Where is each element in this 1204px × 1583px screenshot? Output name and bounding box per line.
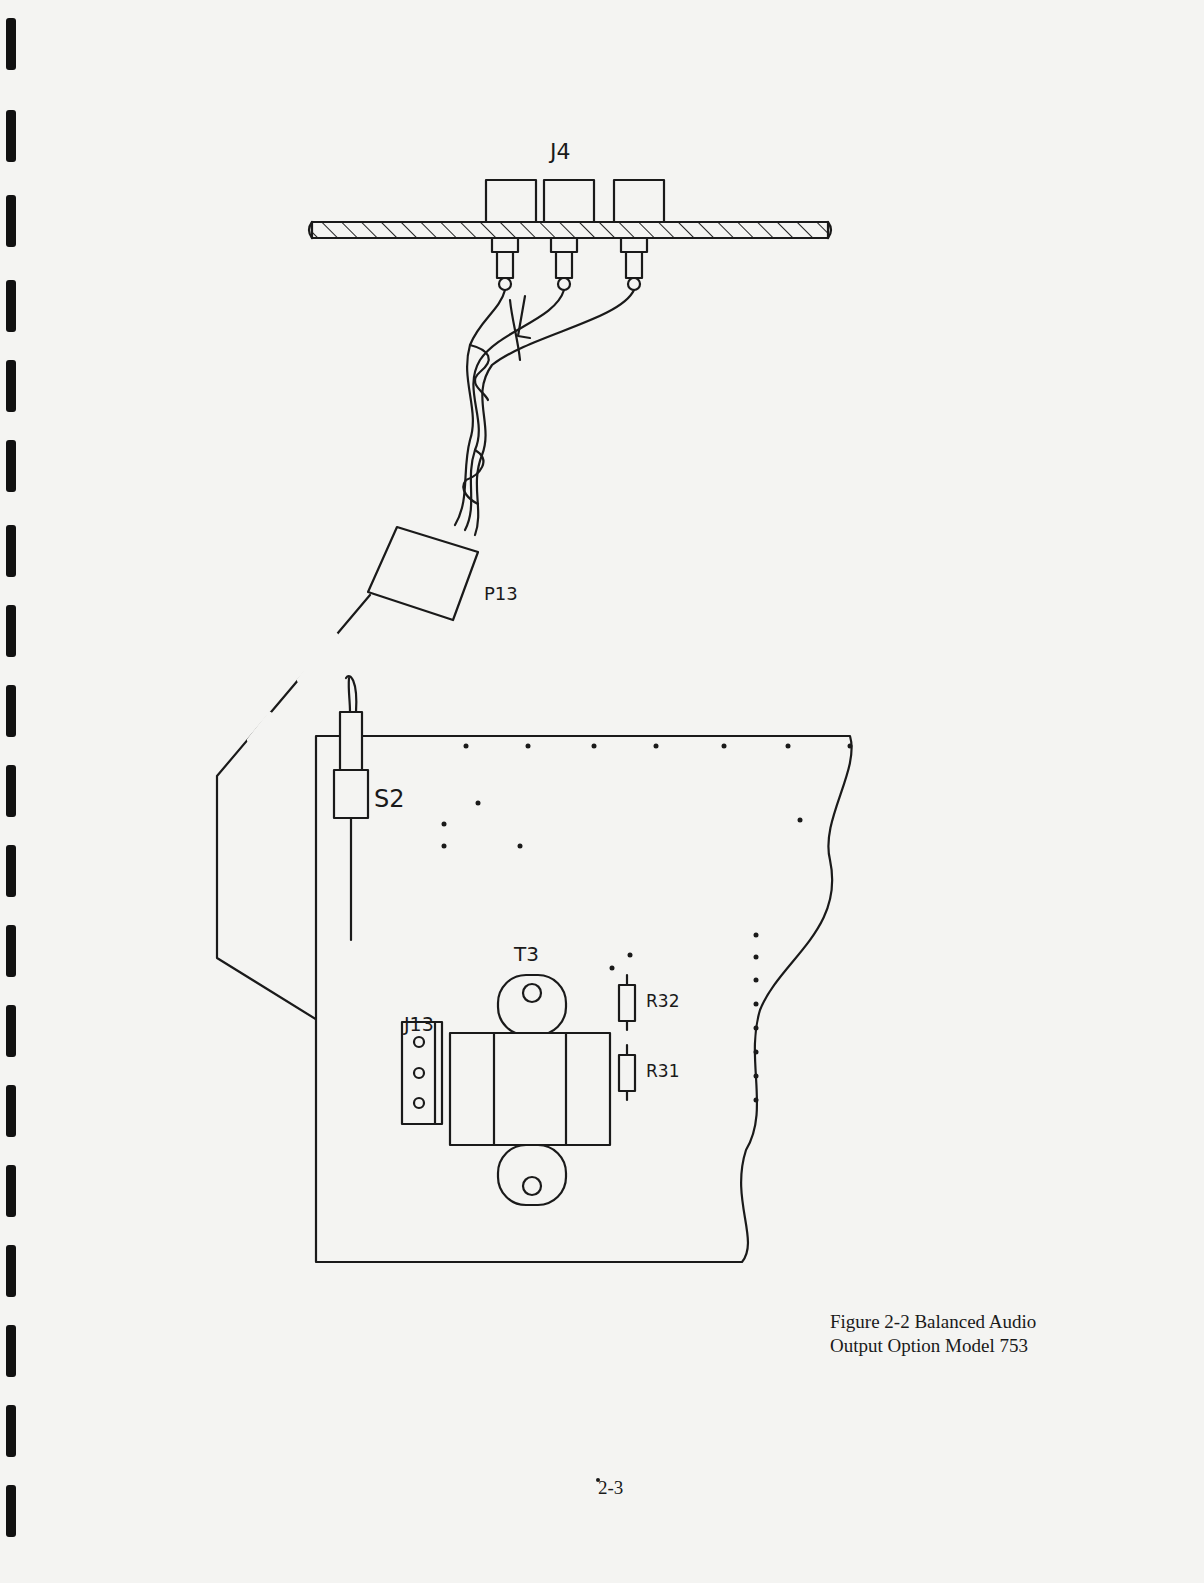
jack-label: J4 xyxy=(550,140,571,164)
resistor-label: R31 xyxy=(646,1062,679,1081)
switch-label: S2 xyxy=(374,786,405,812)
resistor-label: R32 xyxy=(646,992,679,1011)
connector-label: J13 xyxy=(404,1014,434,1035)
transformer-label: T3 xyxy=(514,943,539,965)
figure-caption: Figure 2-2 Balanced Audio Output Option … xyxy=(830,1310,1080,1358)
plug-label: P13 xyxy=(484,584,518,604)
page-number: 2-3 xyxy=(598,1478,623,1499)
binding-marks xyxy=(6,18,16,1537)
